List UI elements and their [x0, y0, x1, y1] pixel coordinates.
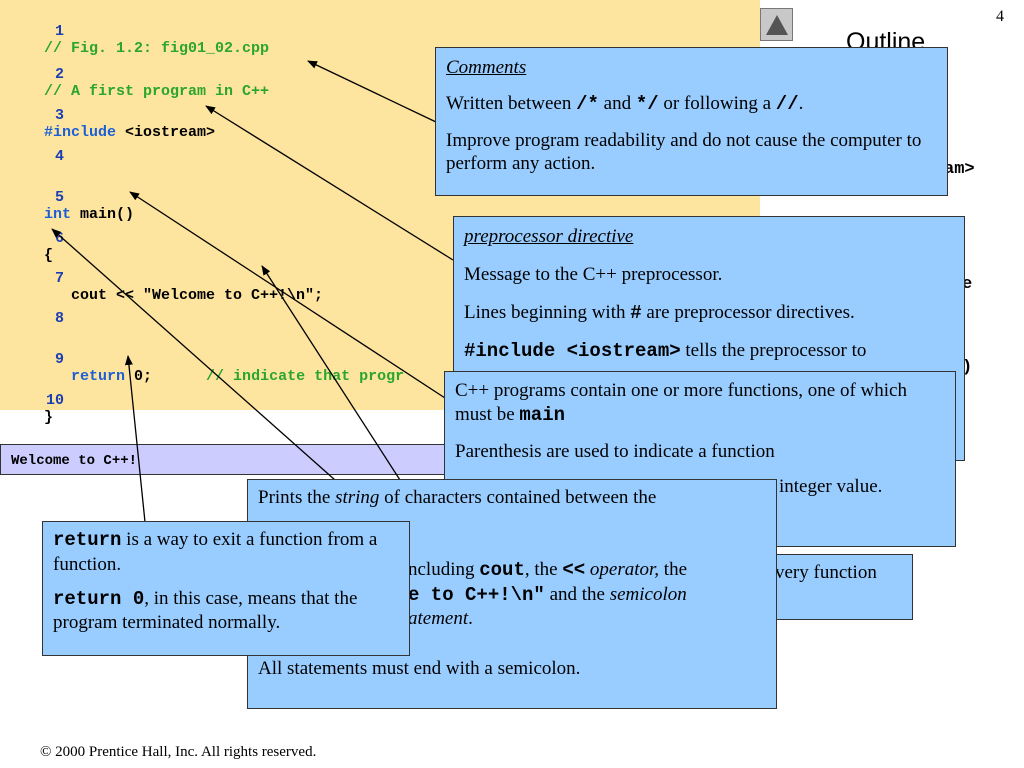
- code-line-4: 4: [0, 131, 64, 165]
- line-number: 2: [55, 66, 65, 83]
- callout-text: Improve program readability and do not c…: [446, 129, 922, 175]
- code-rest: 0;: [125, 368, 153, 385]
- code-keyword: #include: [44, 124, 117, 141]
- callout-text: Lines beginning with # are preprocessor …: [464, 301, 855, 324]
- copyright-footer: © 2000 Prentice Hall, Inc. All rights re…: [40, 744, 317, 760]
- arrow-brace: [51, 228, 336, 481]
- up-triangle-icon: [766, 15, 788, 35]
- code-line-5: 5 int main(): [0, 172, 134, 223]
- arrow-return: [124, 355, 146, 523]
- arrow-main: [129, 191, 446, 399]
- code-rest: <iostream>: [116, 124, 216, 141]
- callout-heading: preprocessor directive: [464, 226, 634, 247]
- callout-text: atement.: [408, 608, 473, 630]
- line-number: 5: [55, 189, 65, 206]
- code-keyword: int: [44, 206, 72, 223]
- callout-text: integer value.: [779, 476, 883, 498]
- callout-text: #include <iostream> tells the preprocess…: [464, 340, 867, 363]
- line-number: 10: [46, 392, 65, 409]
- return-callout: return is a way to exit a function from …: [42, 521, 410, 656]
- callout-text: C++ programs contain one or more functio…: [455, 380, 907, 426]
- line-number: 9: [55, 351, 65, 368]
- peek-text-e: e: [962, 275, 973, 294]
- code-text: #include <iostream>: [44, 124, 215, 141]
- callout-text: Parenthesis are used to indicate a funct…: [455, 440, 775, 462]
- callout-text: All statements must end with a semicolon…: [258, 658, 581, 679]
- code-text: {: [44, 247, 54, 264]
- code-line-9: 9 return 0; // indicate that progr: [0, 334, 404, 385]
- code-text: cout << "Welcome to C++!\n";: [44, 287, 324, 304]
- callout-text: return 0, in this case, means that the p…: [53, 587, 358, 634]
- peek-text-paren: ): [962, 358, 973, 377]
- code-text: }: [44, 409, 54, 426]
- code-rest: main(): [71, 206, 135, 223]
- nav-up-button[interactable]: [760, 8, 793, 41]
- code-line-7: 7 cout << "Welcome to C++!\n";: [0, 253, 323, 304]
- comments-callout: Comments Written between /* and */ or fo…: [435, 47, 948, 196]
- arrow-cout: [261, 265, 401, 481]
- line-number: 4: [55, 148, 65, 165]
- code-line-8: 8: [0, 293, 64, 327]
- code-line-3: 3 #include <iostream>: [0, 90, 215, 141]
- arrow-preprocessor: [205, 105, 454, 261]
- line-number: 3: [55, 107, 65, 124]
- callout-text: ncluding cout, the << operator, the: [408, 558, 688, 581]
- callout-text: e to C++!\n" and the semicolon: [408, 583, 687, 606]
- code-line-6: 6 {: [0, 213, 64, 264]
- code-keyword: return: [71, 368, 126, 385]
- code-line-1: 1 // Fig. 1.2: fig01_02.cpp: [0, 6, 269, 57]
- callout-heading: Comments: [446, 57, 527, 78]
- callout-text: return is a way to exit a function from …: [53, 529, 378, 575]
- brace-callout: very function: [756, 554, 913, 620]
- code-line-2: 2 // A first program in C++: [0, 49, 269, 100]
- line-number: 1: [55, 23, 65, 40]
- output-text: Welcome to C++!: [11, 453, 138, 469]
- line-number: 7: [55, 270, 65, 287]
- arrow-comments: [307, 60, 437, 123]
- code-comment: // A first program in C++: [44, 83, 270, 100]
- code-text: int main(): [44, 206, 134, 223]
- callout-text: Written between /* and */ or following a…: [446, 92, 804, 115]
- code-comment: // indicate that progr: [152, 368, 405, 385]
- code-line-10: 10 }: [0, 375, 64, 426]
- callout-text: Prints the string of characters containe…: [258, 487, 657, 508]
- program-output: Welcome to C++!: [0, 444, 470, 475]
- callout-text: Message to the C++ preprocessor.: [464, 263, 723, 285]
- peek-text-am: am>: [944, 160, 975, 179]
- brace-text: very function: [775, 562, 877, 583]
- line-number: 6: [55, 230, 65, 247]
- code-comment: // Fig. 1.2: fig01_02.cpp: [44, 40, 270, 57]
- line-number: 8: [55, 310, 65, 327]
- code-text: return 0; // indicate that progr: [44, 368, 404, 385]
- page-number: 4: [996, 8, 1004, 25]
